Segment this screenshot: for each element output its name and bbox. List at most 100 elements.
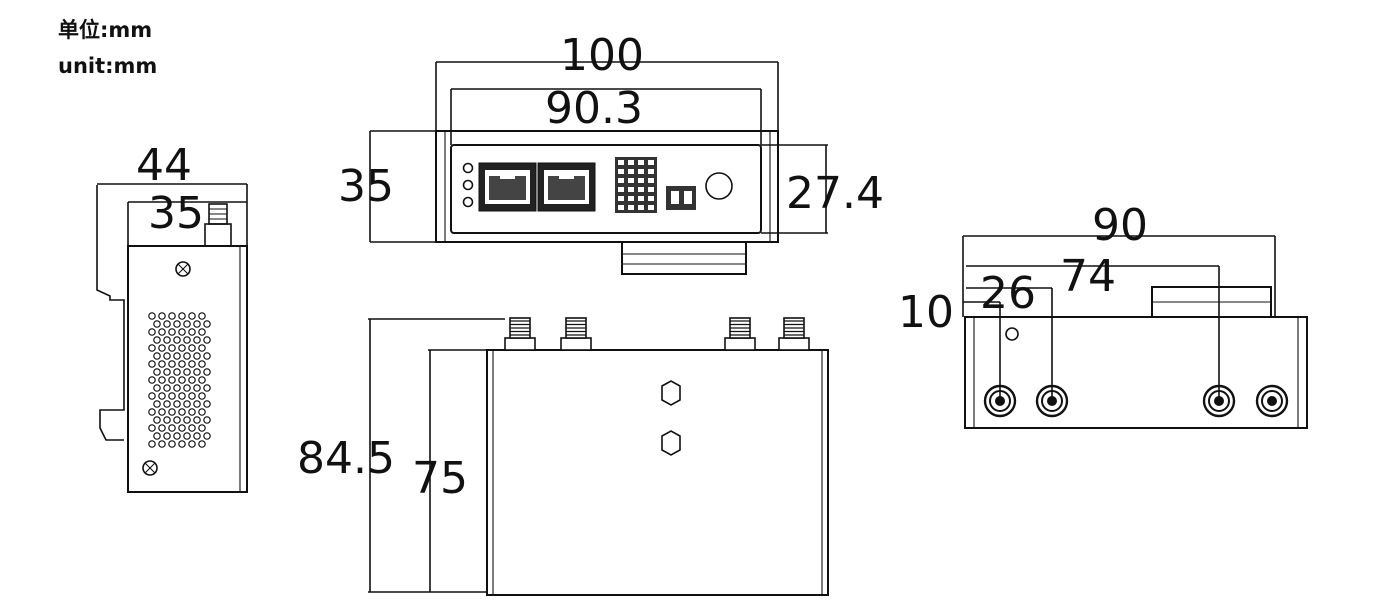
vent-hole [153, 400, 161, 408]
vent-hole [163, 368, 171, 376]
terminal-pin [638, 160, 644, 165]
vent-hole [178, 344, 186, 352]
antenna-connector-icon [724, 317, 756, 351]
vent-hole [193, 352, 201, 360]
dim-label-35-front: 35 [338, 161, 394, 212]
top-body [486, 349, 829, 596]
dim-label-100: 100 [560, 30, 644, 81]
vent-hole [203, 368, 211, 376]
antenna-connector-icon [560, 317, 592, 351]
vent-hole [158, 360, 166, 368]
rear-view: 90 74 26 10 [898, 200, 1308, 429]
terminal-pin [648, 205, 654, 210]
vent-hole [188, 424, 196, 432]
vent-hole [198, 392, 206, 400]
dim-label-75: 75 [412, 453, 468, 504]
vent-hole [158, 328, 166, 336]
dim-label-27-4: 27.4 [786, 168, 884, 219]
rear-antenna-connectors [983, 384, 1289, 418]
vent-hole [178, 360, 186, 368]
led-2-icon [462, 179, 474, 191]
vent-hole [158, 392, 166, 400]
rear-body [964, 316, 1308, 429]
vent-hole [193, 336, 201, 344]
vent-hole [183, 336, 191, 344]
vent-hole [183, 368, 191, 376]
terminal-pin [628, 196, 634, 201]
vent-hole [188, 440, 196, 448]
hex-nut-bottom-icon [661, 430, 681, 456]
vent-hole [198, 440, 206, 448]
vent-hole [163, 416, 171, 424]
vent-hole [173, 416, 181, 424]
vent-hole [198, 344, 206, 352]
rj45-port-1-icon [478, 162, 537, 212]
dim-label-10: 10 [898, 287, 954, 338]
vent-hole [183, 384, 191, 392]
vent-hole [203, 384, 211, 392]
front-din-rail [621, 241, 747, 275]
vent-hole [153, 352, 161, 360]
vent-hole [158, 408, 166, 416]
vent-hole [193, 400, 201, 408]
vent-hole [153, 320, 161, 328]
rear-ground-hole-icon [1005, 327, 1019, 341]
terminal-pin [618, 187, 624, 192]
front-view: 100 90.3 35 27.4 [338, 30, 884, 275]
terminal-pin [648, 160, 654, 165]
vent-hole [148, 344, 156, 352]
vent-hole [173, 432, 181, 440]
terminal-pin [638, 196, 644, 201]
vent-hole [203, 352, 211, 360]
side-screw-bottom [142, 460, 158, 476]
vent-hole [173, 384, 181, 392]
vent-hole [168, 344, 176, 352]
vent-hole [168, 312, 176, 320]
vent-hole [158, 376, 166, 384]
vent-hole [178, 408, 186, 416]
vent-hole [148, 424, 156, 432]
vent-hole [188, 408, 196, 416]
vent-hole [148, 328, 156, 336]
vent-hole [158, 312, 166, 320]
vent-hole [188, 328, 196, 336]
top-view: 84.5 75 [297, 317, 829, 596]
reset-button-icon [705, 172, 733, 200]
terminal-pin [618, 160, 624, 165]
vent-hole [163, 320, 171, 328]
vent-hole [198, 376, 206, 384]
terminal-pin [618, 196, 624, 201]
terminal-block-icon [615, 157, 657, 213]
vent-hole [163, 432, 171, 440]
terminal-pin [628, 205, 634, 210]
vent-hole [178, 376, 186, 384]
vent-hole [158, 440, 166, 448]
terminal-pin [638, 169, 644, 174]
dim-label-35-side: 35 [148, 188, 204, 239]
terminal-pin [618, 178, 624, 183]
dim-label-74: 74 [1060, 251, 1116, 302]
vent-hole [198, 424, 206, 432]
terminal-pin [618, 169, 624, 174]
vent-hole [193, 416, 201, 424]
rear-connector-icon [1255, 384, 1289, 418]
din-rail-clip [96, 185, 125, 441]
vent-hole [163, 352, 171, 360]
vent-hole [158, 344, 166, 352]
vent-hole [148, 376, 156, 384]
led-3-icon [462, 196, 474, 208]
vent-hole [183, 400, 191, 408]
vent-hole [193, 432, 201, 440]
rear-connector-icon [983, 384, 1017, 418]
vent-hole [178, 312, 186, 320]
terminal-pin [638, 187, 644, 192]
dim-label-84-5: 84.5 [297, 433, 395, 484]
vent-hole [173, 336, 181, 344]
dim-label-90-3: 90.3 [545, 83, 643, 134]
dim-label-26: 26 [980, 268, 1036, 319]
vent-hole [183, 320, 191, 328]
vent-hole [173, 352, 181, 360]
side-screw-top [175, 261, 191, 277]
vent-hole [203, 320, 211, 328]
